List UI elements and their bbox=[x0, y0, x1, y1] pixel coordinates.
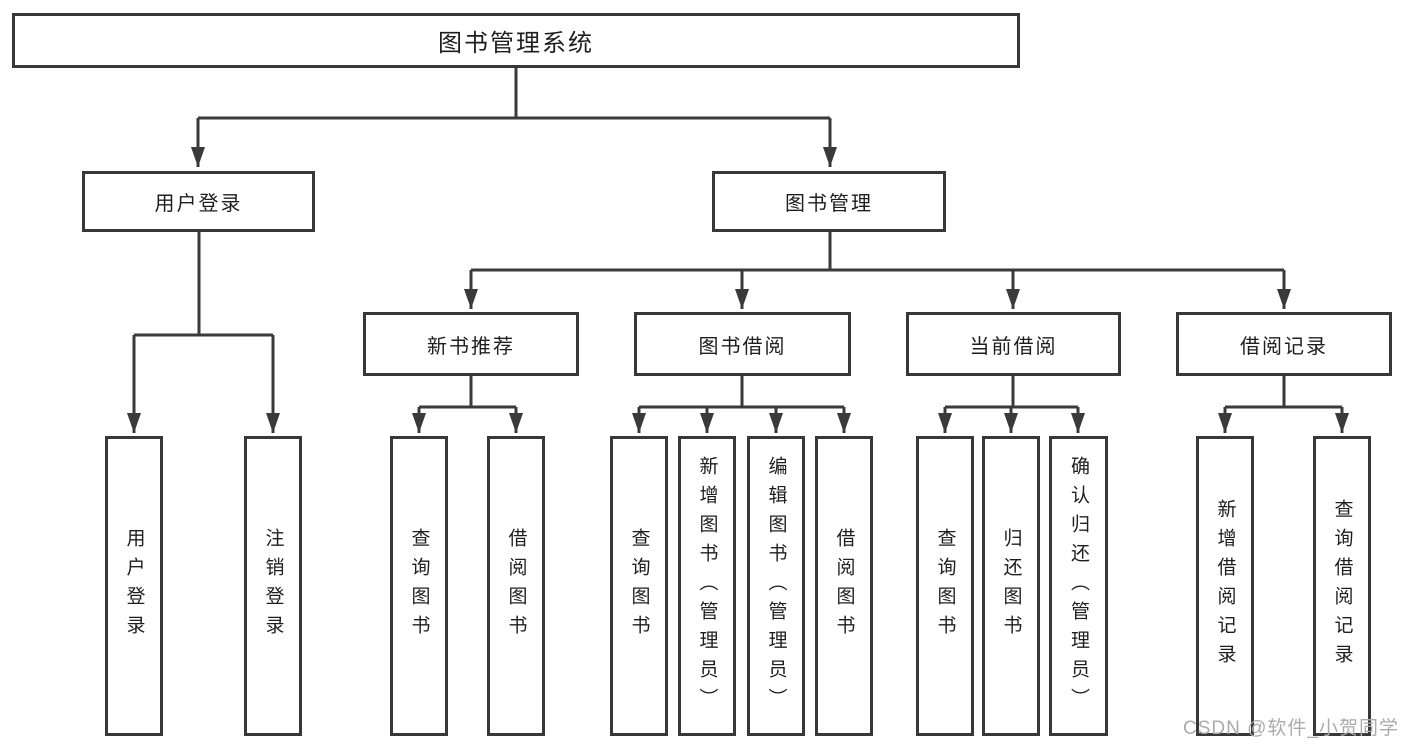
node-user-login: 用户登录 bbox=[82, 171, 315, 232]
leaf-add-borrow-record: 新增借阅记录 bbox=[1196, 436, 1254, 736]
node-current-borrowing: 当前借阅 bbox=[906, 312, 1121, 376]
connector-book-borrowing bbox=[639, 376, 844, 409]
connector-new-book-recommendation bbox=[419, 376, 516, 409]
leaf-logout: 注销登录 bbox=[244, 436, 302, 736]
node-borrowing-records-label: 借阅记录 bbox=[1240, 335, 1328, 358]
connector-current-borrowing bbox=[945, 376, 1078, 409]
connector-borrowing-records bbox=[1225, 376, 1342, 409]
node-current-borrowing-label: 当前借阅 bbox=[969, 335, 1058, 358]
leaf-borrowing-query-books: 查询图书 bbox=[610, 436, 668, 736]
node-user-login-label: 用户登录 bbox=[154, 193, 243, 215]
connector-user-login bbox=[134, 232, 273, 337]
leaf-add-books-admin: 新增图书（管理员） bbox=[678, 436, 736, 736]
connector-root bbox=[198, 68, 830, 120]
node-new-book-recommendation-label: 新书推荐 bbox=[427, 335, 515, 358]
leaf-return-books: 归还图书 bbox=[982, 436, 1040, 736]
node-book-borrowing-label: 图书借阅 bbox=[698, 335, 787, 358]
watermark-text: CSDN @软件_小贺同学 bbox=[1183, 718, 1399, 739]
leaf-confirm-return-admin: 确认归还（管理员） bbox=[1049, 436, 1108, 736]
node-book-management: 图书管理 bbox=[712, 171, 946, 232]
leaf-query-borrow-record: 查询借阅记录 bbox=[1313, 436, 1371, 736]
node-book-management-label: 图书管理 bbox=[785, 193, 873, 215]
leaf-current-query-books: 查询图书 bbox=[916, 436, 974, 736]
node-new-book-recommendation: 新书推荐 bbox=[363, 312, 579, 376]
node-root: 图书管理系统 bbox=[12, 13, 1020, 68]
node-book-borrowing: 图书借阅 bbox=[634, 312, 851, 376]
node-root-label: 图书管理系统 bbox=[438, 30, 594, 57]
leaf-recommend-query-books: 查询图书 bbox=[390, 436, 448, 736]
connector-book-management bbox=[471, 232, 1284, 272]
node-borrowing-records: 借阅记录 bbox=[1176, 312, 1392, 376]
leaf-borrow-books: 借阅图书 bbox=[815, 436, 873, 736]
leaf-edit-books-admin: 编辑图书（管理员） bbox=[747, 436, 805, 736]
leaf-user-login: 用户登录 bbox=[105, 436, 163, 736]
leaf-recommend-borrow-books: 借阅图书 bbox=[487, 436, 545, 736]
